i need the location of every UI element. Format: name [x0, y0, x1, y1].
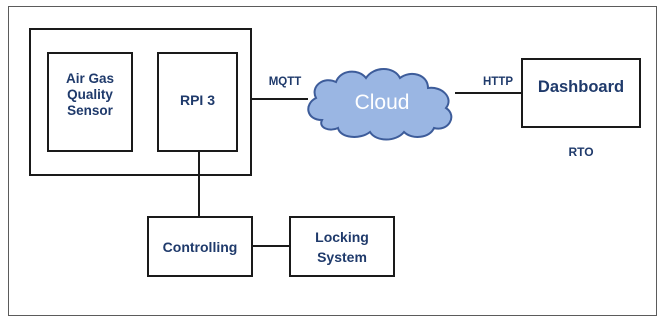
- cloud-label: Cloud: [355, 91, 410, 114]
- sensor-label-line1: Air Gas: [65, 71, 115, 86]
- controlling-node: [147, 216, 253, 277]
- dashboard-label: Dashboard: [537, 78, 625, 96]
- rpi3-label: RPI 3: [179, 92, 215, 108]
- mqtt-edge-label: MQTT: [268, 76, 302, 88]
- cloud-node: Cloud: [307, 68, 453, 141]
- http-connector-line: [455, 92, 522, 94]
- locking-system-label: Locking System: [289, 227, 395, 268]
- sensor-label-line2: Quality: [67, 86, 113, 102]
- sensor-label-line3: Sensor: [67, 102, 113, 118]
- rpi-to-controlling-line: [198, 152, 200, 217]
- locking-label-line2: System: [317, 249, 367, 266]
- diagram-frame: [8, 6, 657, 316]
- rto-label: RTO: [568, 145, 594, 159]
- locking-label-line1: Locking: [315, 229, 369, 245]
- controlling-label: Controlling: [162, 239, 238, 255]
- rpi3-node: [157, 52, 238, 152]
- cloud-shape: [307, 68, 453, 141]
- mqtt-connector-line: [252, 98, 308, 100]
- air-gas-quality-sensor-node: [47, 52, 133, 152]
- controlling-to-locking-line: [253, 245, 290, 247]
- http-edge-label: HTTP: [482, 76, 514, 88]
- locking-system-node: [289, 216, 395, 277]
- sensor-label: Air Gas Quality Sensor: [47, 71, 133, 119]
- dashboard-node: [521, 58, 641, 128]
